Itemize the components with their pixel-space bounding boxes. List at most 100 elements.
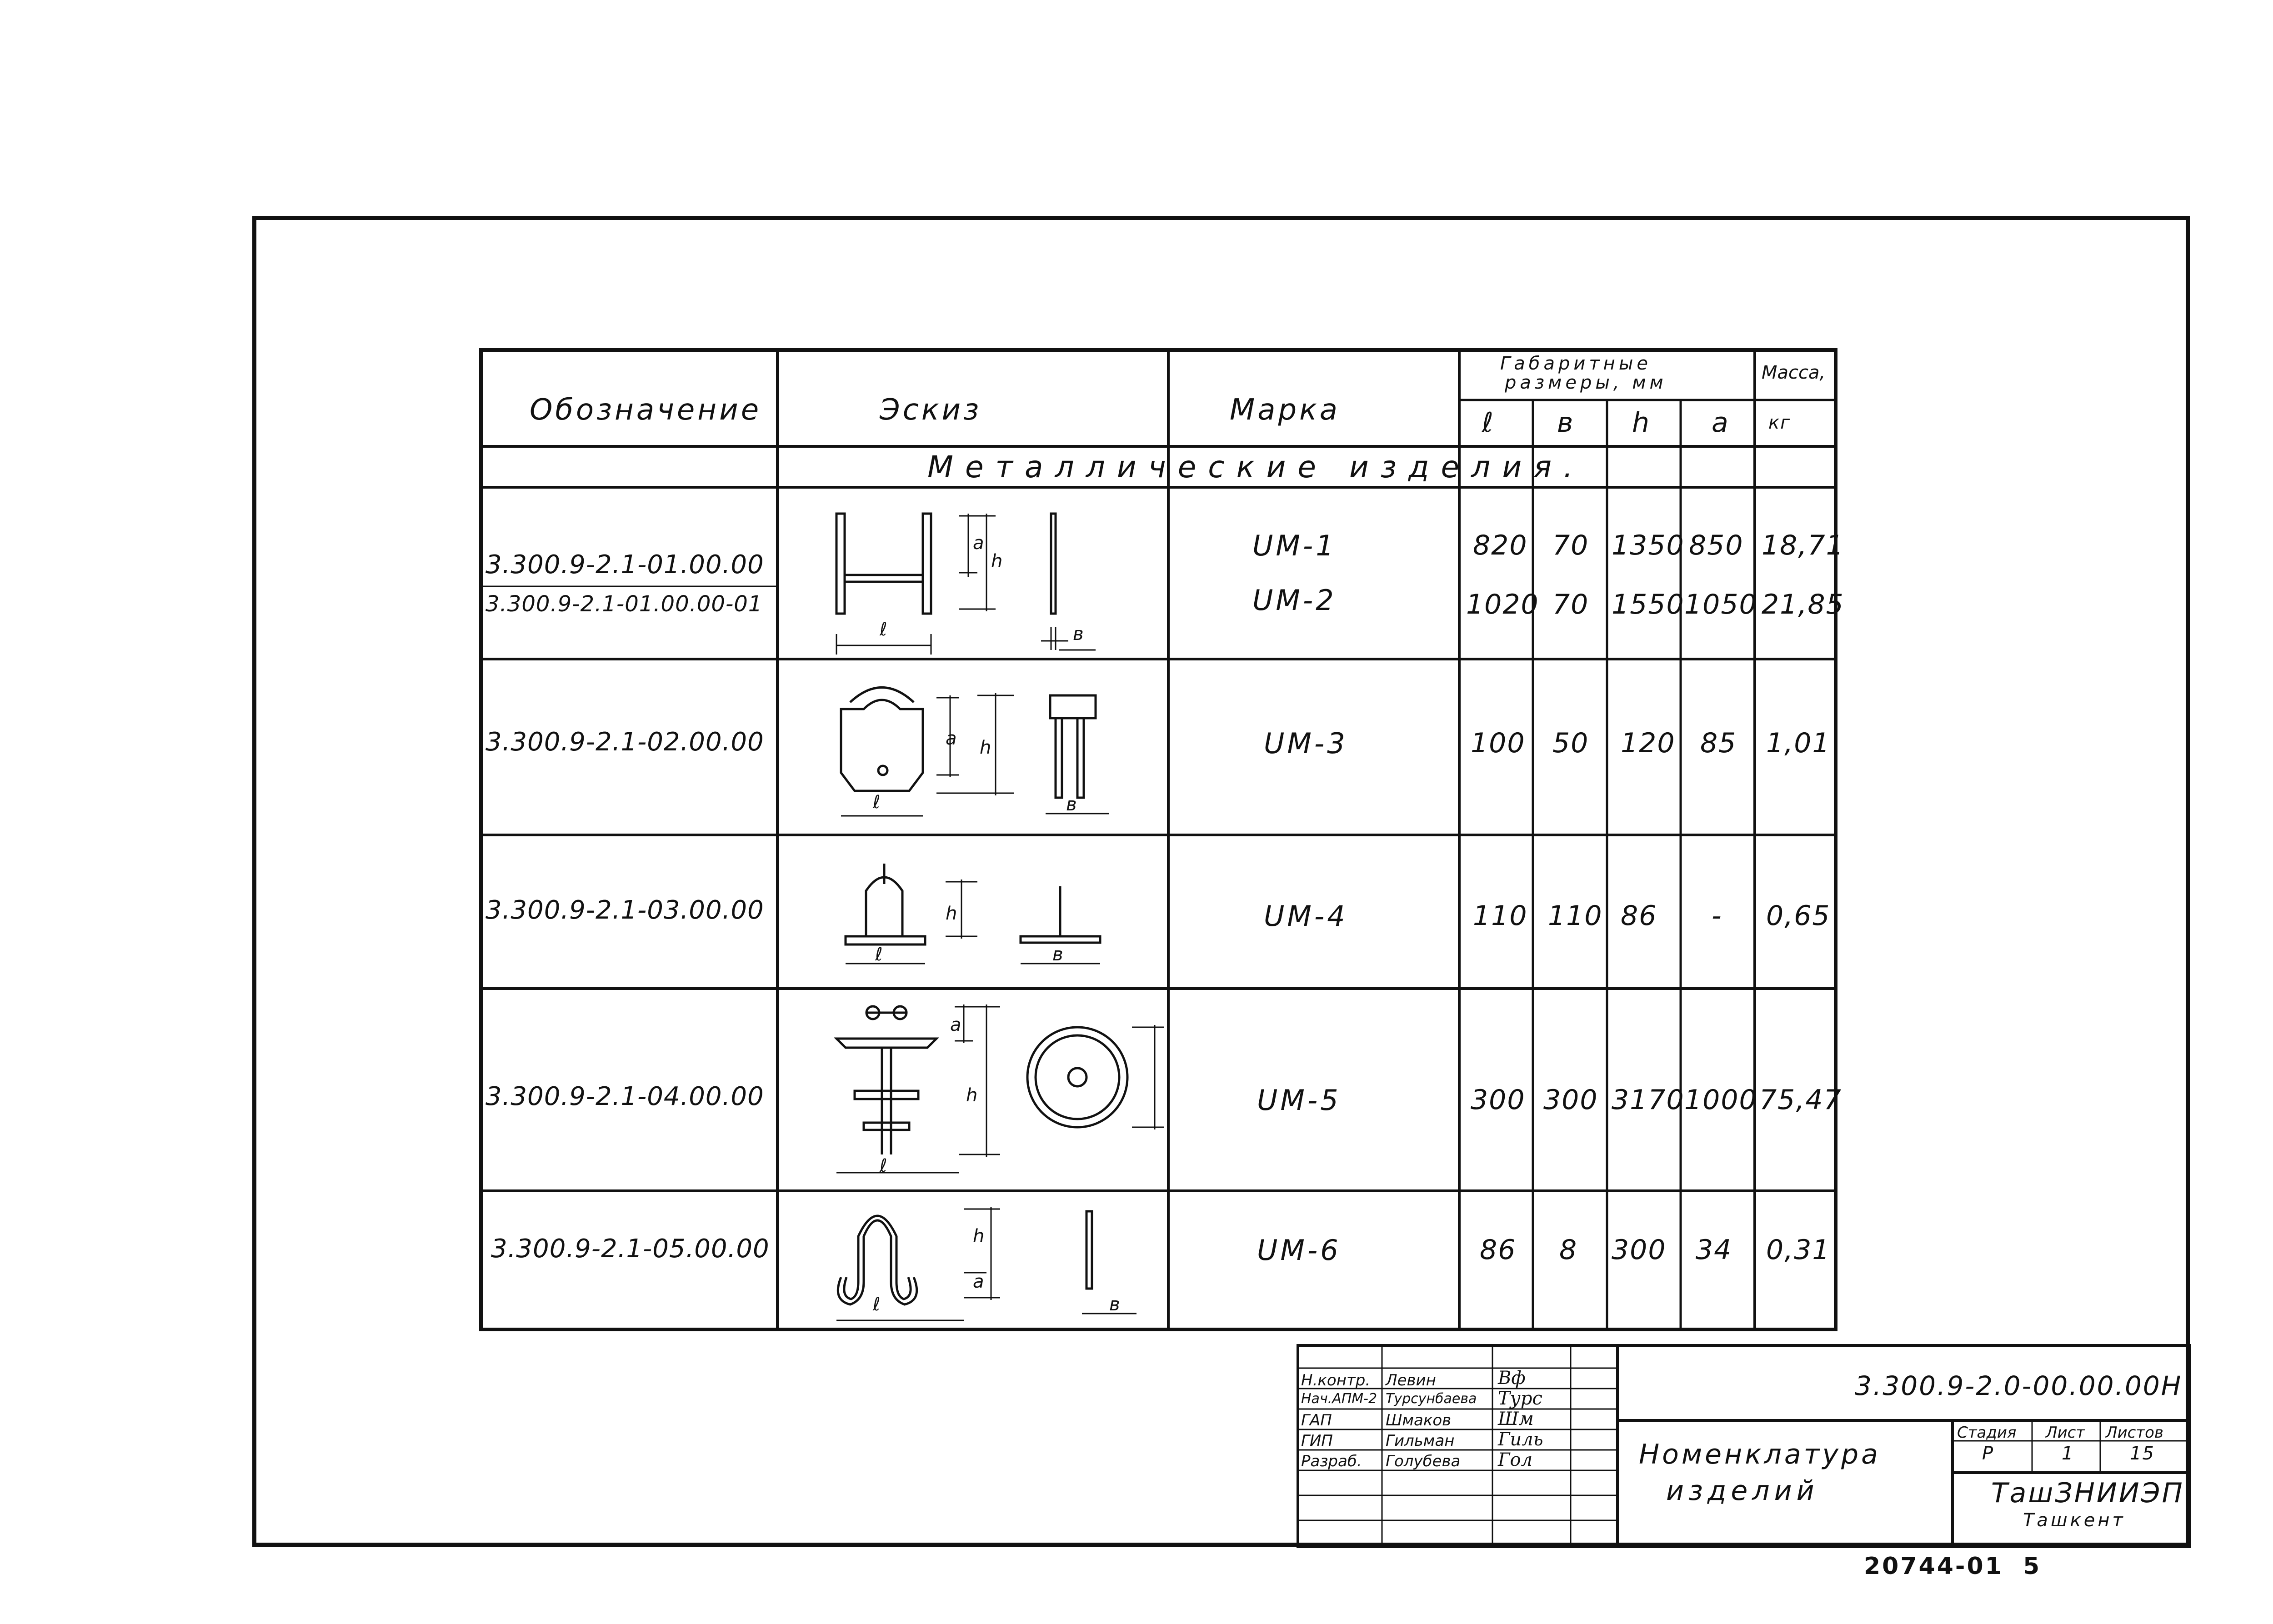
um1-a: 850 (1689, 530, 1744, 561)
um5-mass: 75,47 (1759, 1084, 1842, 1116)
um2-a: 1050 (1684, 589, 1757, 620)
name-levin: Левин (1386, 1371, 1436, 1389)
um5-h: 3170 (1612, 1084, 1685, 1116)
designation-um2: 3.300.9-2.1-01.00.00-01 (486, 591, 763, 617)
sketch5-label-h: h (973, 1226, 986, 1247)
um4-h: 86 (1621, 900, 1657, 932)
mark-um6: UM-6 (1257, 1234, 1341, 1267)
sheets-label: Листов (2106, 1424, 2164, 1442)
header-dim-a: a (1712, 407, 1729, 439)
header-sketch: Эскиз (880, 393, 982, 427)
sketch2-label-l: ℓ (873, 792, 881, 813)
sheet-title-line2: изделий (1666, 1475, 1819, 1507)
signature-shmakov: Шм (1498, 1409, 1534, 1429)
um4-mass: 0,65 (1766, 900, 1831, 932)
um6-a: 34 (1696, 1234, 1732, 1266)
designation-um4: 3.300.9-2.1-03.00.00 (486, 895, 764, 925)
header-designation: Обозначение (530, 393, 762, 427)
designation-um1: 3.300.9-2.1-01.00.00 (486, 550, 764, 580)
sketch4-label-l: ℓ (880, 1155, 888, 1176)
um1-h: 1350 (1612, 530, 1685, 561)
stage-value: Р (1982, 1443, 1994, 1464)
sketch4-label-a: a (950, 1014, 962, 1035)
designation-um6: 3.300.9-2.1-05.00.00 (491, 1234, 770, 1264)
um3-a: 85 (1700, 727, 1737, 759)
um4-b: 110 (1548, 900, 1603, 932)
sketch3-label-h: h (946, 903, 958, 924)
sketch1-label-b: в (1073, 624, 1085, 645)
page-number: 5 (2023, 1553, 2040, 1580)
sketch3-label-l: ℓ (875, 944, 884, 965)
sketch2-label-a: a (946, 728, 958, 749)
um4-l: 110 (1473, 900, 1528, 932)
um3-b: 50 (1552, 727, 1589, 759)
sketch2-label-h: h (980, 737, 992, 758)
role-head-apm: Нач.АПМ-2 (1301, 1391, 1377, 1407)
table-border (479, 348, 1837, 1331)
stage-label: Стадия (1957, 1424, 2017, 1442)
mark-um1: UM-1 (1252, 529, 1337, 562)
sketch4-label-h: h (966, 1085, 979, 1106)
sketch2-label-b: в (1066, 794, 1078, 815)
um1-mass: 18,71 (1762, 530, 1844, 561)
um5-b: 300 (1543, 1084, 1598, 1116)
signature-golubeva: Гол (1498, 1449, 1533, 1470)
um2-mass: 21,85 (1762, 589, 1844, 620)
um3-mass: 1,01 (1766, 727, 1831, 759)
header-dim-l: ℓ (1482, 407, 1494, 439)
mark-um5: UM-5 (1257, 1084, 1341, 1117)
sketch1-label-a: a (973, 533, 985, 554)
um4-a: - (1712, 900, 1722, 932)
organization-name: ТашЗНИИЭП (1991, 1477, 2184, 1509)
header-mark: Марка (1230, 393, 1340, 427)
um5-l: 300 (1471, 1084, 1526, 1116)
um1-l: 820 (1473, 530, 1528, 561)
mark-um3: UM-3 (1264, 727, 1348, 760)
sketch5-label-l: ℓ (873, 1294, 881, 1315)
name-shmakov: Шмаков (1386, 1411, 1452, 1429)
name-tursunbaeva: Турсунбаева (1386, 1391, 1477, 1407)
sheet-value: 1 (2062, 1443, 2074, 1464)
signature-levin: Вф (1498, 1368, 1526, 1389)
signature-gilman: Гиль (1498, 1429, 1543, 1450)
organization-city: Ташкент (2023, 1510, 2126, 1531)
mark-um2: UM-2 (1252, 584, 1337, 617)
role-gap: ГАП (1301, 1411, 1332, 1429)
um6-l: 86 (1480, 1234, 1517, 1266)
role-developer: Разраб. (1301, 1452, 1362, 1470)
um6-b: 8 (1559, 1234, 1578, 1266)
um5-a: 1000 (1684, 1084, 1757, 1116)
sketch3-label-b: в (1052, 944, 1064, 965)
um2-b: 70 (1552, 589, 1589, 620)
um2-l: 1020 (1466, 589, 1539, 620)
sheets-value: 15 (2130, 1443, 2155, 1464)
header-dim-h: h (1632, 407, 1651, 439)
header-dims-line2: размеры, мм (1505, 372, 1667, 393)
sketch1-label-h: h (991, 551, 1004, 572)
sheet-title-line1: Номенклатура (1639, 1439, 1881, 1470)
section-title: Металлические изделия. (927, 450, 1585, 485)
role-gip: ГИП (1301, 1432, 1333, 1450)
um3-h: 120 (1621, 727, 1676, 759)
um2-h: 1550 (1612, 589, 1685, 620)
header-dims-line1: Габаритные (1500, 353, 1652, 374)
sheet-label: Лист (2046, 1424, 2085, 1442)
designation-um5: 3.300.9-2.1-04.00.00 (486, 1082, 764, 1111)
sketch5-label-b: в (1109, 1294, 1121, 1315)
drawing-frame (252, 216, 2190, 1547)
mark-um4: UM-4 (1264, 899, 1348, 933)
um1-b: 70 (1552, 530, 1589, 561)
name-golubeva: Голубева (1386, 1452, 1461, 1470)
role-norm-control: Н.контр. (1301, 1371, 1371, 1389)
header-mass-unit: кг (1768, 412, 1791, 433)
sketch5-label-a: a (973, 1271, 985, 1292)
name-gilman: Гильман (1386, 1432, 1455, 1450)
archive-number: 20744-01 (1864, 1553, 2003, 1580)
um6-mass: 0,31 (1766, 1234, 1831, 1266)
header-dim-b: в (1557, 407, 1574, 439)
header-mass: Масса, (1762, 362, 1826, 383)
document-code: 3.300.9-2.0-00.00.00Н (1855, 1370, 2183, 1401)
um3-l: 100 (1471, 727, 1526, 759)
signature-tursunbaeva: Турс (1498, 1388, 1542, 1409)
